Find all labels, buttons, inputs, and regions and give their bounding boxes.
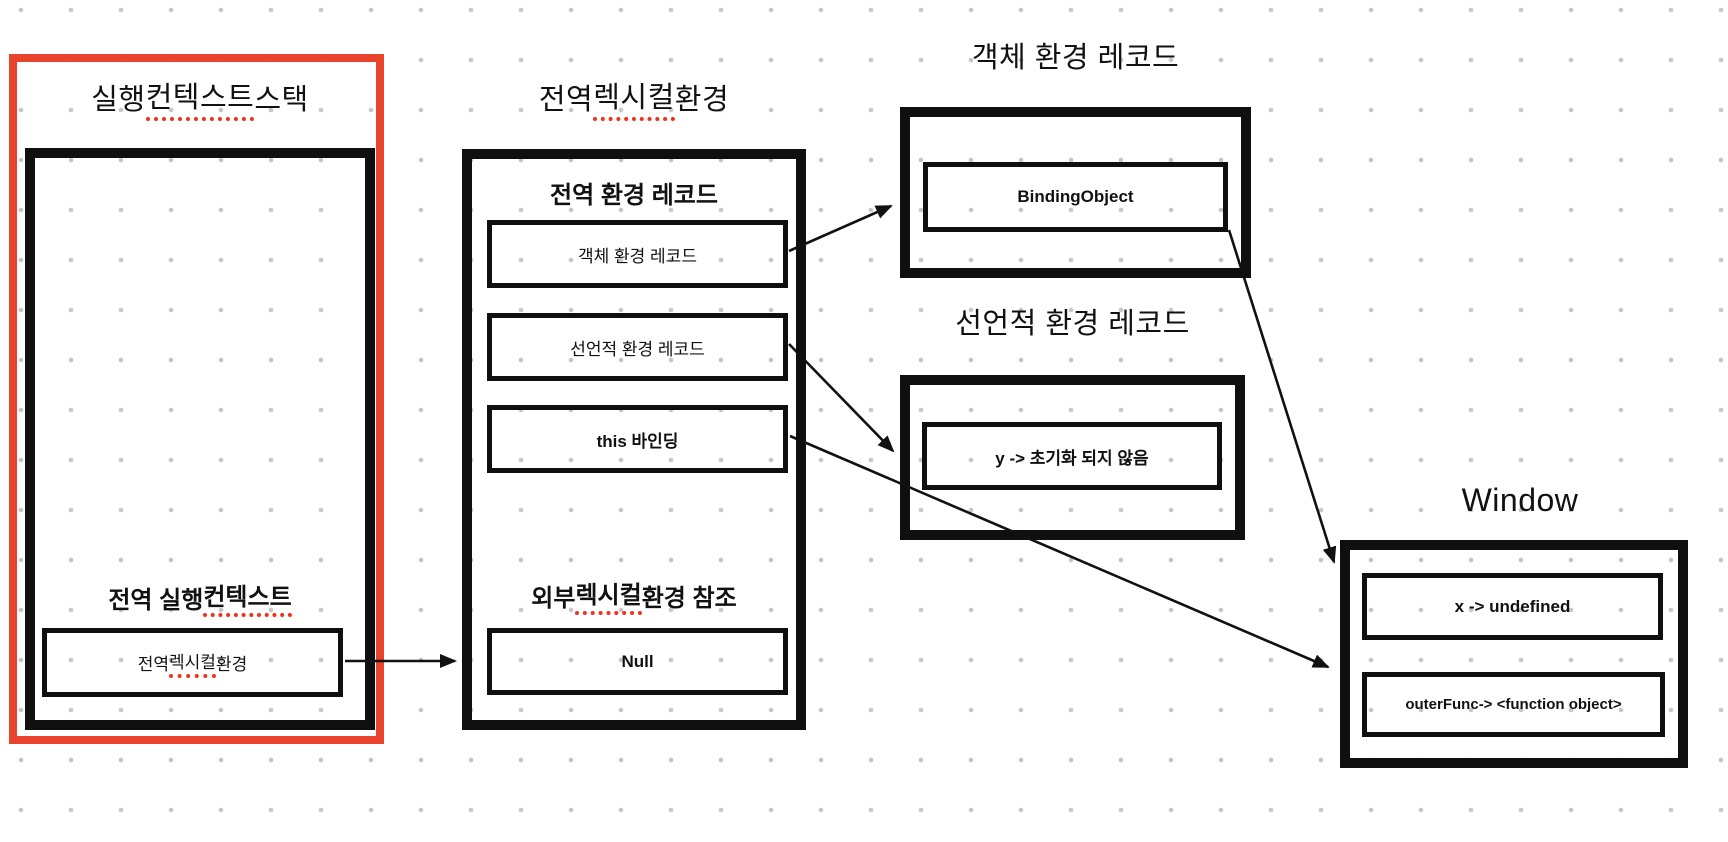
object-env-record-cell: 객체 환경 레코드 (487, 220, 788, 288)
misspell-underline: 컨텍스트 (145, 74, 255, 121)
window-title: Window (1461, 481, 1579, 518)
global-lexical-env-cell: 전역 렉시컬 환경 (42, 628, 343, 697)
declarative-env-record-title: 선언적 환경 레코드 (955, 308, 1190, 340)
global-lexical-env-title: 전역 렉시컬 환경 (462, 74, 806, 121)
window-box (1340, 540, 1688, 768)
binding-object-cell: BindingObject (923, 162, 1228, 232)
declarative-env-record-cell: 선언적 환경 레코드 (487, 313, 788, 381)
stack-title-text: 실행 (91, 84, 146, 116)
misspell-underline: 렉시컬 (593, 74, 675, 121)
stack-highlight-box (9, 54, 384, 744)
outer-lexical-env-ref-heading: 외부 렉시컬 환경 참조 (472, 575, 796, 615)
global-env-record-heading: 전역 환경 레코드 (550, 181, 718, 209)
object-env-record-box (900, 107, 1251, 278)
misspell-underline: 컨텍스트 (203, 577, 292, 617)
x-undefined-cell: x -> undefined (1362, 573, 1663, 640)
outer-func-cell: outerFunc-> <function object> (1362, 672, 1665, 737)
global-execution-context-heading: 전역 실행 컨텍스트 (30, 577, 370, 617)
misspell-underline: 렉시컬 (169, 648, 216, 678)
y-value-cell: y -> 초기화 되지 않음 (922, 422, 1222, 490)
null-cell: Null (487, 628, 788, 695)
global-execution-context-box (25, 148, 375, 730)
object-env-record-title: 객체 환경 레코드 (971, 42, 1180, 74)
stack-title: 실행 컨텍스트 스택 (20, 74, 380, 121)
this-binding-cell: this 바인딩 (487, 405, 788, 473)
misspell-underline: 렉시컬 (575, 575, 642, 615)
